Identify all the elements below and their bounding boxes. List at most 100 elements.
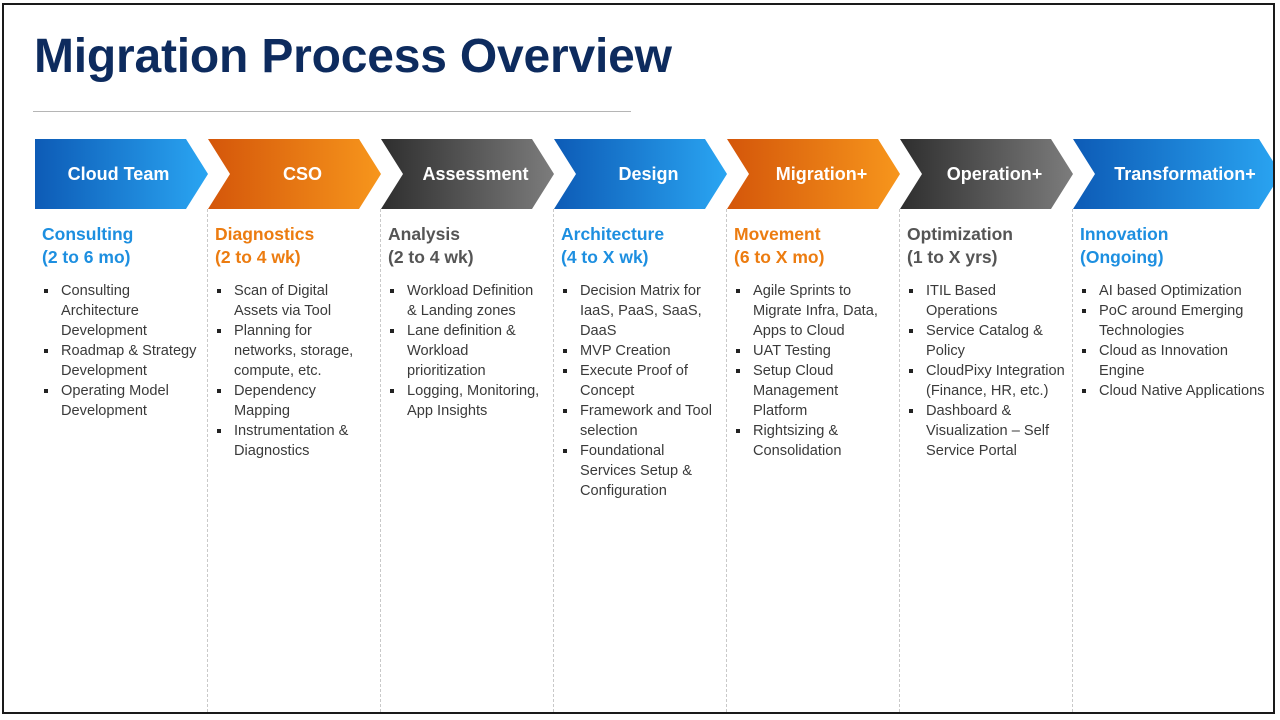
bullet-item: Dependency Mapping	[215, 381, 374, 421]
chevron-label-cso: CSO	[282, 164, 322, 184]
bullet-item: Roadmap & Strategy Development	[42, 341, 201, 381]
phase-column-architecture: Architecture (4 to X wk) Decision Matrix f…	[554, 209, 727, 712]
bullet-item: Operating Model Development	[42, 381, 201, 421]
bullet-item: Execute Proof of Concept	[561, 361, 720, 401]
chevron-label-cloud-team: Cloud Team	[67, 164, 170, 184]
chevron-transformation	[1073, 139, 1273, 209]
phase-name: Optimization	[907, 224, 1013, 244]
bullet-text: UAT Testing	[753, 343, 831, 359]
phase-name: Diagnostics	[215, 224, 315, 244]
title-divider	[33, 111, 631, 112]
phase-column-diagnostics: Diagnostics (2 to 4 wk) Scan of Digital As…	[208, 209, 381, 712]
bullet-item: Planning for networks, storage, compute,…	[215, 321, 374, 381]
bullet-text: Consulting Architecture Development	[61, 283, 147, 339]
bullet-item: Rightsizing & Consolidation	[734, 421, 893, 461]
phase-column-analysis: Analysis (2 to 4 wk) Workload Definition &…	[381, 209, 554, 712]
phase-duration: (2 to 4 wk)	[388, 247, 474, 267]
chevron-label-design: Design	[618, 164, 679, 184]
bullet-text: Decision Matrix for IaaS, PaaS, SaaS, Da…	[580, 283, 702, 339]
bullet-item: Foundational Services Setup & Configurat…	[561, 441, 720, 501]
bullet-text: MVP Creation	[580, 343, 671, 359]
phase-duration: (2 to 6 mo)	[42, 247, 131, 267]
bullet-item: ITIL Based Operations	[907, 281, 1066, 321]
bullet-item: Decision Matrix for IaaS, PaaS, SaaS, Da…	[561, 281, 720, 341]
chevron-operation	[900, 139, 1073, 209]
phase-name: Movement	[734, 224, 821, 244]
bullet-item: Instrumentation & Diagnostics	[215, 421, 374, 461]
bullet-item: AI based Optimization	[1080, 281, 1267, 301]
chevron-label-transformation: Transformation+	[1114, 164, 1256, 184]
chevron-cso	[208, 139, 381, 209]
bullet-text: Scan of Digital Assets via Tool	[234, 283, 332, 319]
chevron-label-migration: Migration+	[775, 164, 868, 184]
bullet-text: Agile Sprints to Migrate Infra, Data, Ap…	[753, 283, 878, 339]
process-chevron-bar	[35, 139, 1273, 209]
bullet-text: Logging, Monitoring, App Insights	[407, 383, 540, 419]
phase-bullet-list: Agile Sprints to Migrate Infra, Data, Ap…	[734, 281, 893, 461]
bullet-item: Agile Sprints to Migrate Infra, Data, Ap…	[734, 281, 893, 341]
bullet-item: Setup Cloud Management Platform	[734, 361, 893, 421]
bullet-item: Dashboard & Visualization – Self Service…	[907, 401, 1066, 461]
bullet-item: Scan of Digital Assets via Tool	[215, 281, 374, 321]
bullet-item: Cloud Native Applications	[1080, 381, 1267, 401]
chevron-cloud-team	[35, 139, 208, 209]
bullet-item: Logging, Monitoring, App Insights	[388, 381, 547, 421]
chevron-design	[554, 139, 727, 209]
bullet-item: CloudPixy Integration (Finance, HR, etc.…	[907, 361, 1066, 401]
bullet-text: AI based Optimization	[1099, 283, 1242, 299]
bullet-text: Execute Proof of Concept	[580, 363, 688, 399]
chevron-label-assessment: Assessment	[422, 164, 529, 184]
phase-column-innovation: Innovation (Ongoing) AI based Optimization…	[1073, 209, 1273, 712]
bullet-text: Operating Model Development	[61, 383, 169, 419]
chevron-migration	[727, 139, 900, 209]
bullet-text: Lane definition & Workload prioritizatio…	[407, 323, 516, 379]
phase-duration: (1 to X yrs)	[907, 247, 998, 267]
bullet-item: MVP Creation	[561, 341, 720, 361]
bullet-item: Workload Definition & Landing zones	[388, 281, 547, 321]
bullet-item: UAT Testing	[734, 341, 893, 361]
phase-name: Consulting	[42, 224, 134, 244]
slide: Migration Process Overview Cloud Team CSO…	[2, 3, 1275, 714]
phase-name: Analysis	[388, 224, 460, 244]
bullet-item: Service Catalog & Policy	[907, 321, 1066, 361]
phase-duration: (6 to X mo)	[734, 247, 825, 267]
bullet-item: Lane definition & Workload prioritizatio…	[388, 321, 547, 381]
bullet-text: CloudPixy Integration (Finance, HR, etc.…	[926, 363, 1065, 399]
bullet-text: Foundational Services Setup & Configurat…	[580, 443, 692, 499]
phase-name: Architecture	[561, 224, 665, 244]
bullet-text: Cloud as Innovation Engine	[1099, 343, 1228, 379]
bullet-text: ITIL Based Operations	[926, 283, 998, 319]
bullet-text: Framework and Tool selection	[580, 403, 712, 439]
bullet-text: Instrumentation & Diagnostics	[234, 423, 349, 459]
bullet-item: PoC around Emerging Technologies	[1080, 301, 1267, 341]
bullet-text: Dashboard & Visualization – Self Service…	[926, 403, 1050, 459]
phase-column-consulting: Consulting (2 to 6 mo) Consulting Architec…	[35, 209, 208, 712]
bullet-text: Roadmap & Strategy Development	[61, 343, 197, 379]
phase-duration: (2 to 4 wk)	[215, 247, 301, 267]
phase-column-optimization: Optimization (1 to X yrs) ITIL Based Opera…	[900, 209, 1073, 712]
bullet-text: Workload Definition & Landing zones	[407, 283, 534, 319]
bullet-text: PoC around Emerging Technologies	[1099, 303, 1244, 339]
phase-duration: (Ongoing)	[1080, 247, 1164, 267]
slide-title: Migration Process Overview	[34, 30, 672, 83]
bullet-text: Service Catalog & Policy	[926, 323, 1043, 359]
phase-name: Innovation	[1080, 224, 1169, 244]
chevron-label-operation: Operation+	[946, 164, 1043, 184]
phase-duration: (4 to X wk)	[561, 247, 649, 267]
chevron-assessment	[381, 139, 554, 209]
phase-column-movement: Movement (6 to X mo) Agile Sprints to Migr…	[727, 209, 900, 712]
bullet-item: Framework and Tool selection	[561, 401, 720, 441]
bullet-item: Cloud as Innovation Engine	[1080, 341, 1267, 381]
bullet-text: Rightsizing & Consolidation	[753, 423, 842, 459]
bullet-text: Cloud Native Applications	[1099, 383, 1265, 399]
bullet-text: Setup Cloud Management Platform	[753, 363, 839, 419]
phase-bullet-list: Decision Matrix for IaaS, PaaS, SaaS, Da…	[561, 281, 720, 501]
bullet-text: Planning for networks, storage, compute,…	[234, 323, 354, 379]
bullet-item: Consulting Architecture Development	[42, 281, 201, 341]
bullet-text: Dependency Mapping	[234, 383, 316, 419]
